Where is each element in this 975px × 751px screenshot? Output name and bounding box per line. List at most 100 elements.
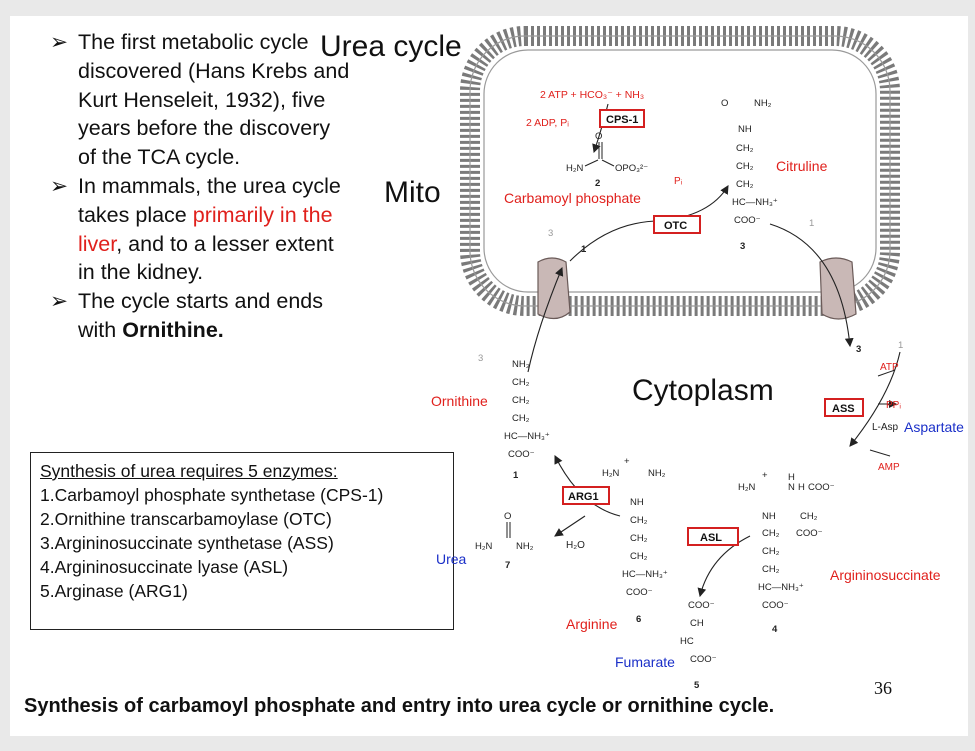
urea-cycle-diagram: 2 ATP + HCO₃⁻ + NH₃ 2 ADP, Pᵢ CPS-1 O H₂… <box>431 26 964 691</box>
membrane-outline-outer <box>469 35 891 307</box>
step-number: 1 <box>581 244 587 255</box>
svg-text:CH₂: CH₂ <box>630 551 648 562</box>
enzyme-item: 3.Argininosuccinate synthetase (ASS) <box>40 533 334 553</box>
h2o-label: H₂O <box>566 540 585 551</box>
svg-text:COO⁻: COO⁻ <box>626 587 653 598</box>
svg-text:H₂N: H₂N <box>475 541 493 552</box>
svg-text:CH: CH <box>690 618 704 629</box>
highlight-liver: primarily in the liver <box>78 202 333 256</box>
bullet-item: ➢The cycle starts and ends with Ornithin… <box>50 289 323 342</box>
step-number: 3 <box>548 228 553 239</box>
svg-text:O: O <box>721 98 728 109</box>
svg-text:COO⁻: COO⁻ <box>508 449 535 460</box>
bullet-item: ➢The first metabolic cycle discovered (H… <box>50 30 350 170</box>
ppi-label: PPᵢ <box>886 400 901 411</box>
svg-text:COO⁻: COO⁻ <box>796 528 823 539</box>
svg-text:H: H <box>798 482 805 493</box>
arginine-label: Arginine <box>566 616 618 632</box>
svg-text:H₂N: H₂N <box>602 468 620 479</box>
svg-text:NH₂: NH₂ <box>754 98 772 109</box>
svg-text:CH₂: CH₂ <box>512 395 530 406</box>
urea-structure: O H₂N NH₂ 7 <box>475 511 534 571</box>
arrow-ornithine-import <box>527 266 564 373</box>
svg-text:CH₂: CH₂ <box>762 564 780 575</box>
ass-label: ASS <box>832 403 855 415</box>
enzyme-item: 1.Carbamoyl phosphate synthetase (CPS-1) <box>40 485 384 505</box>
svg-text:CH₂: CH₂ <box>630 515 648 526</box>
otc-enzyme-box <box>653 215 701 234</box>
ass-enzyme-box <box>824 398 864 417</box>
fumarate-label: Fumarate <box>615 654 675 670</box>
arrow-urea-out <box>554 515 586 537</box>
step-number: 3 <box>856 344 861 355</box>
svg-text:CH₂: CH₂ <box>630 533 648 544</box>
urea-cycle-title: Urea cycle <box>320 30 462 63</box>
atp-label: ATP <box>880 362 899 373</box>
svg-text:7: 7 <box>505 560 510 571</box>
svg-text:HC—NH₃⁺: HC—NH₃⁺ <box>732 197 778 208</box>
carbamoyl-phosphate-label: Carbamoyl phosphate <box>504 190 641 206</box>
svg-text:H₂N: H₂N <box>566 163 584 174</box>
svg-text:CH₂: CH₂ <box>800 511 818 522</box>
svg-text:+: + <box>762 470 768 481</box>
aspartate-label: Aspartate <box>904 419 964 435</box>
svg-text:CH₂: CH₂ <box>736 143 754 154</box>
svg-text:HC—NH₃⁺: HC—NH₃⁺ <box>504 431 550 442</box>
atp-input-arrow <box>877 369 896 377</box>
step-number: 1 <box>809 218 814 229</box>
svg-text:OPO₃²⁻: OPO₃²⁻ <box>615 163 648 174</box>
enzyme-item: 2.Ornithine transcarbamoylase (OTC) <box>40 509 332 529</box>
step-number: 1 <box>513 470 519 481</box>
arrow-bullet-icon: ➢ <box>50 289 69 314</box>
pi-label: Pᵢ <box>674 176 683 187</box>
svg-text:NH: NH <box>738 124 752 135</box>
bullet-item: ➢In mammals, the urea cycle takes place … <box>50 173 341 285</box>
carbamoyl-phosphate-structure: O H₂N OPO₃²⁻ 2 <box>566 131 648 189</box>
amp-label: AMP <box>878 462 900 473</box>
enzyme-item: 4.Argininosuccinate lyase (ASL) <box>40 557 289 577</box>
svg-text:CH₂: CH₂ <box>762 546 780 557</box>
svg-text:COO⁻: COO⁻ <box>688 600 715 611</box>
cytoplasm-label: Cytoplasm <box>632 374 774 407</box>
svg-text:2: 2 <box>595 178 600 189</box>
svg-text:CH₂: CH₂ <box>512 377 530 388</box>
reaction-adp: 2 ADP, Pᵢ <box>526 117 569 129</box>
cps1-label: CPS-1 <box>606 114 638 126</box>
svg-text:CH₂: CH₂ <box>762 528 780 539</box>
svg-text:5: 5 <box>694 680 700 691</box>
svg-text:N: N <box>788 482 795 493</box>
enzyme-item: 5.Arginase (ARG1) <box>40 581 188 601</box>
mito-label: Mito <box>384 176 441 209</box>
svg-text:COO⁻: COO⁻ <box>808 482 835 493</box>
svg-text:NH: NH <box>630 497 644 508</box>
cps1-enzyme-box <box>599 109 645 128</box>
slide: ➢The first metabolic cycle discovered (H… <box>10 16 968 736</box>
svg-text:NH: NH <box>762 511 776 522</box>
svg-text:O: O <box>504 511 511 522</box>
ornithine-bold: Ornithine. <box>122 317 224 342</box>
amp-output-arrow <box>869 449 891 457</box>
svg-text:COO⁻: COO⁻ <box>734 215 761 226</box>
arginine-structure: H₂N + NH₂ NH CH₂ CH₂ CH₂ HC—NH₃⁺ COO⁻ 6 <box>602 456 668 625</box>
step-number: 1 <box>898 340 903 351</box>
fumarate-structure: COO⁻ CH HC COO⁻ 5 <box>680 600 717 691</box>
step-number: 3 <box>478 353 483 364</box>
svg-text:3: 3 <box>740 241 745 252</box>
urea-label: Urea <box>436 551 467 567</box>
arrow-bullet-icon: ➢ <box>50 30 69 54</box>
svg-text:4: 4 <box>772 624 778 635</box>
arrow-bullet-icon: ➢ <box>50 173 69 198</box>
svg-text:+: + <box>624 456 630 467</box>
ornithine-label: Ornithine <box>431 393 488 409</box>
enzyme-list-box: Synthesis of urea requires 5 enzymes: 1.… <box>30 452 454 630</box>
argininosuccinate-structure: H₂N + H N H COO⁻ NH CH₂ CH₂ COO⁻ CH₂ CH₂… <box>738 470 835 635</box>
svg-text:HC—NH₃⁺: HC—NH₃⁺ <box>622 569 668 580</box>
arg1-label: ARG1 <box>568 491 599 503</box>
arrow-asl <box>697 535 751 598</box>
svg-text:O: O <box>595 131 602 142</box>
slide-caption: Synthesis of carbamoyl phosphate and ent… <box>24 695 775 717</box>
citrulline-transporter <box>819 257 857 320</box>
argininosuccinate-label: Argininosuccinate <box>830 567 941 583</box>
membrane-outline-inner <box>483 49 877 293</box>
svg-text:HC—NH₃⁺: HC—NH₃⁺ <box>758 582 804 593</box>
